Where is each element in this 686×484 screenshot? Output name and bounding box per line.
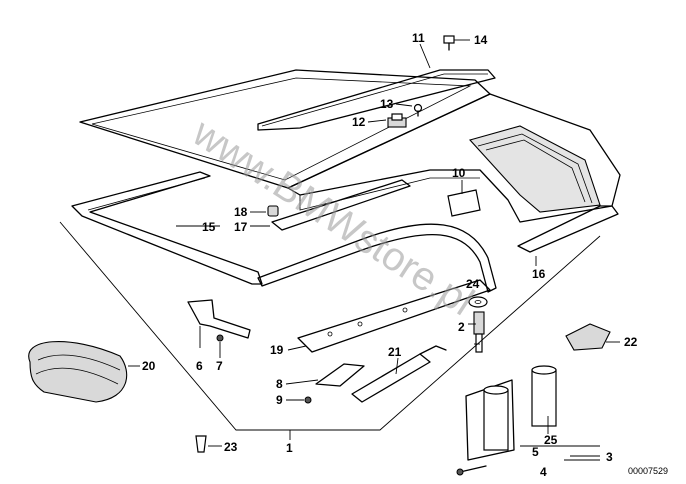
label-15: 15 [202, 220, 216, 234]
label-10: 10 [452, 166, 466, 180]
label-7: 7 [216, 359, 223, 373]
washer-24 [468, 296, 488, 308]
clip-12 [387, 113, 407, 128]
label-24: 24 [466, 277, 480, 291]
label-9: 9 [276, 393, 283, 407]
label-16: 16 [532, 267, 546, 281]
label-1: 1 [286, 441, 293, 455]
label-22: 22 [624, 335, 638, 349]
label-20: 20 [142, 359, 156, 373]
part-labels: 1 2 3 4 5 6 7 8 9 10 11 12 13 14 15 16 1… [142, 31, 638, 479]
hinge-6 [187, 299, 251, 339]
bumper-18 [267, 205, 279, 217]
label-14: 14 [474, 33, 488, 47]
label-2: 2 [458, 320, 465, 334]
screw-4 [456, 465, 487, 476]
group-lines [59, 221, 601, 461]
wrench-21 [351, 345, 447, 403]
screw-13 [413, 103, 423, 117]
drawing-code: 00007529 [628, 466, 668, 476]
label-5: 5 [532, 445, 539, 459]
frame-seal-15 [71, 171, 263, 285]
seal-strip-17 [271, 179, 411, 231]
roof-trim-strip [257, 69, 496, 131]
watermark-text: www.BMWstore.pl [184, 110, 481, 324]
label-11: 11 [412, 31, 425, 45]
plug-23 [195, 435, 207, 453]
cover-cap-22 [565, 323, 611, 351]
screw-9 [304, 396, 312, 404]
cover-plate-10 [447, 189, 481, 217]
screw-14 [443, 35, 455, 51]
label-8: 8 [276, 377, 283, 391]
label-25: 25 [544, 433, 558, 447]
label-18: 18 [234, 205, 248, 219]
screw-7 [216, 334, 224, 342]
leader-lines [128, 39, 620, 457]
bracket-5 [465, 379, 515, 461]
cover-bag-20 [28, 341, 128, 403]
hardtop-roof-panel [79, 69, 621, 223]
cylinder-right [531, 365, 557, 427]
handle-8 [315, 363, 365, 387]
rail-19 [297, 279, 491, 353]
label-6: 6 [196, 359, 203, 373]
label-4: 4 [540, 465, 547, 479]
label-12: 12 [352, 115, 366, 129]
label-23: 23 [224, 440, 238, 454]
arched-seal [257, 223, 497, 293]
label-13: 13 [380, 97, 394, 111]
label-3: 3 [606, 450, 613, 464]
seal-16 [517, 205, 619, 253]
cylinder-left [483, 385, 509, 451]
label-17: 17 [234, 220, 248, 234]
label-19: 19 [270, 343, 284, 357]
label-21: 21 [388, 345, 402, 359]
